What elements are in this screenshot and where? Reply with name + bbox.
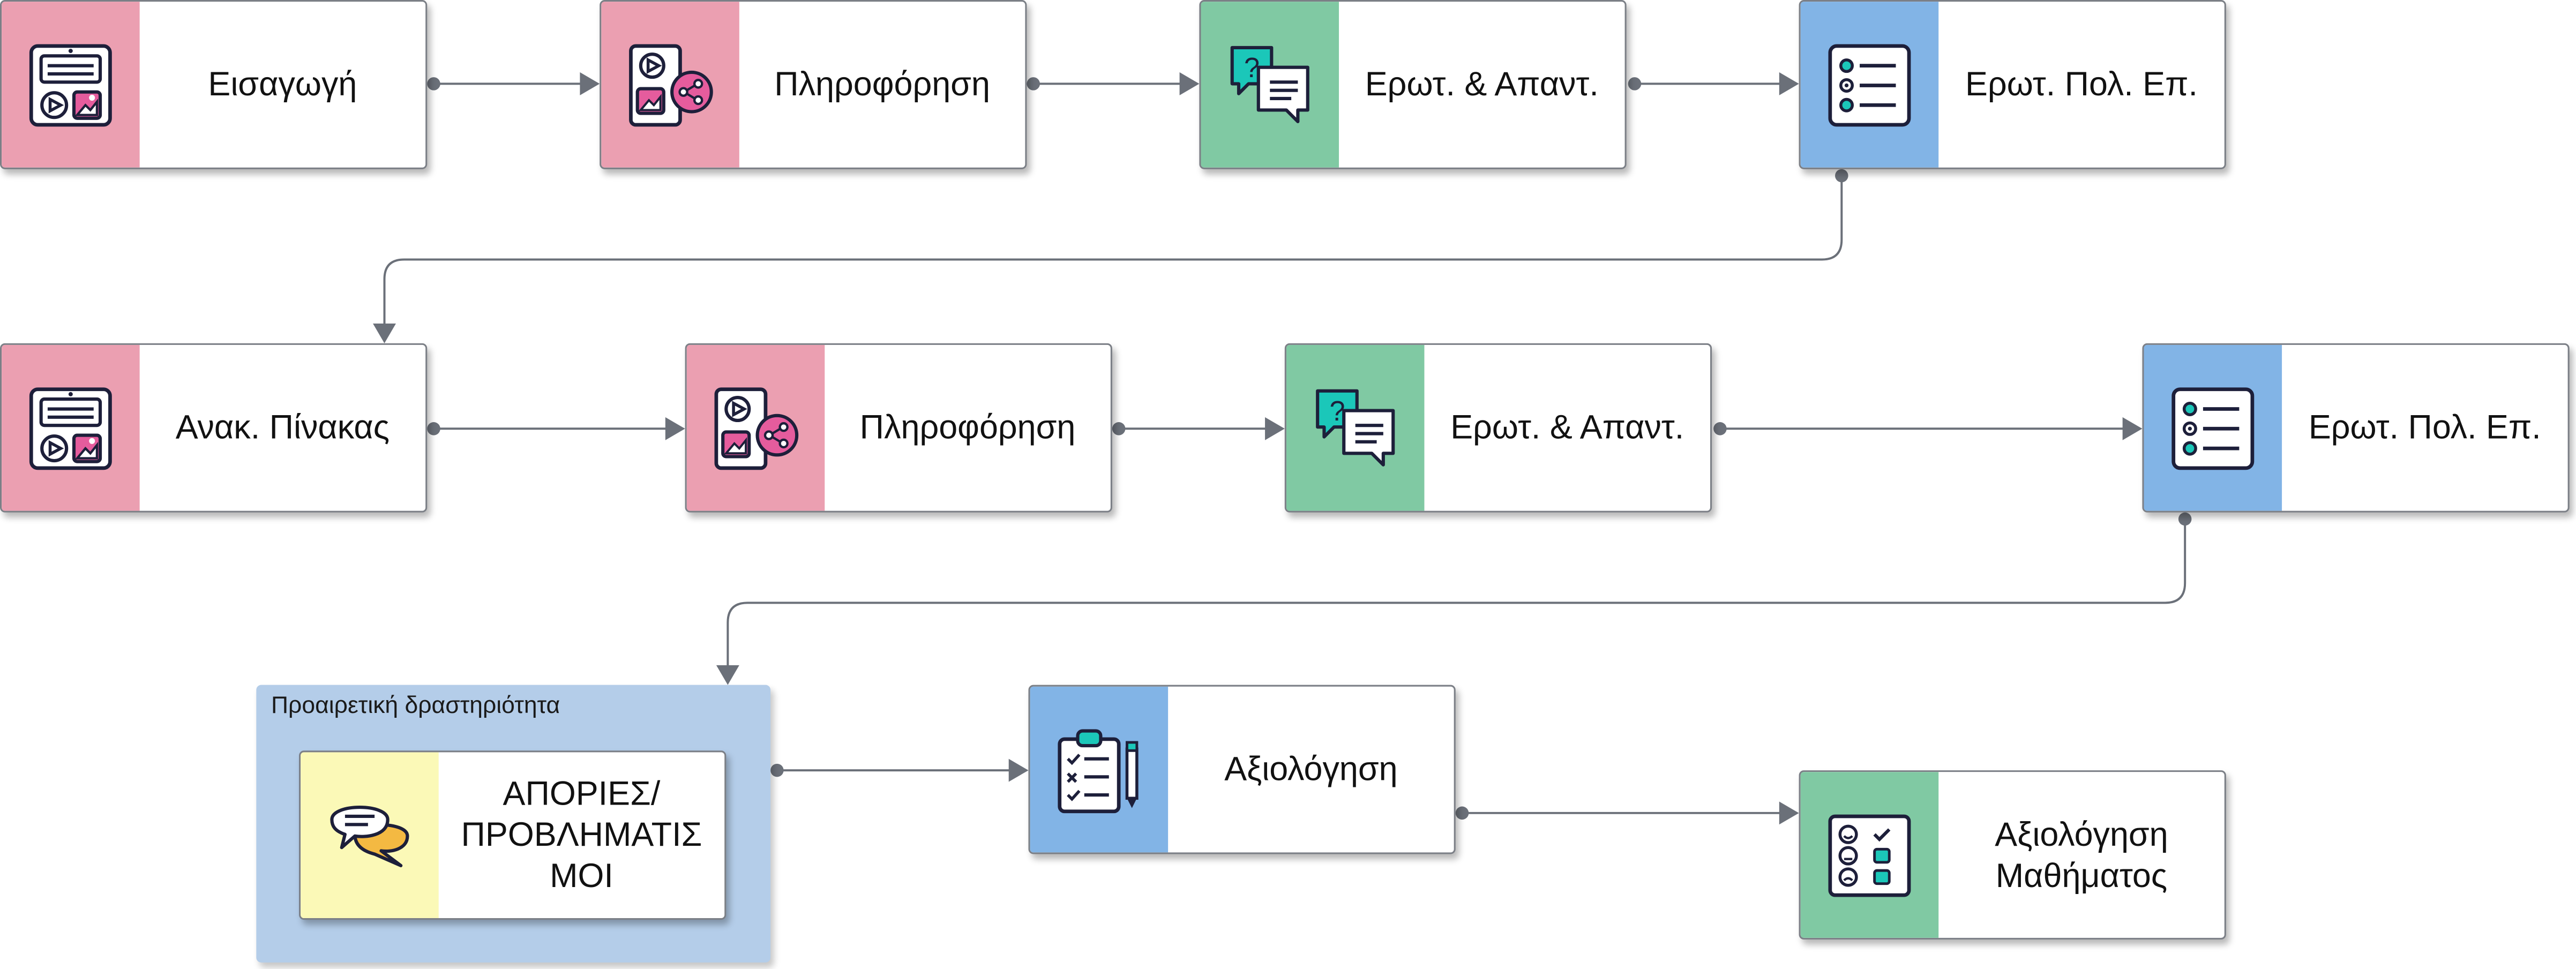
multiple-choice-list-icon xyxy=(1828,43,1911,126)
connector-arrow xyxy=(373,169,1848,343)
node-icon-cell xyxy=(686,344,825,511)
node-icon-cell: ? xyxy=(1286,344,1425,511)
node-icon-cell xyxy=(301,752,439,919)
question-chat-icon: ? xyxy=(1316,388,1395,466)
node-questions-answers[interactable]: ? Ερωτ. & Απαντ. xyxy=(1199,0,1627,169)
node-label: Ερωτ. Πολ. Επ. xyxy=(2308,409,2541,447)
multiple-choice-list-icon xyxy=(2171,386,2255,469)
media-share-icon xyxy=(629,43,713,126)
node-label: Ερωτ. & Απαντ. xyxy=(1365,65,1599,104)
connector-arrowhead xyxy=(373,324,396,343)
connector-start-dot xyxy=(1713,422,1727,435)
node-assessment[interactable]: Αξιολόγηση xyxy=(1028,685,1456,854)
node-intro[interactable]: Εισαγωγή xyxy=(0,0,428,169)
node-label: Πληροφόρηση xyxy=(859,409,1076,447)
presentation-media-icon xyxy=(29,386,112,469)
node-icon-cell xyxy=(1800,2,1939,168)
node-label: Ερωτ. Πολ. Επ. xyxy=(1965,65,2198,104)
node-recap-board[interactable]: Ανακ. Πίνακας xyxy=(0,343,428,513)
connector-arrow xyxy=(1027,72,1200,95)
node-icon-cell: ? xyxy=(1201,2,1339,168)
media-share-icon xyxy=(714,386,799,469)
question-chat-icon: ? xyxy=(1230,45,1309,123)
connector-arrowhead xyxy=(1179,72,1200,95)
connector-arrowhead xyxy=(580,72,600,95)
node-label: Πληροφόρηση xyxy=(774,65,990,104)
connector-arrow xyxy=(716,512,2192,685)
clipboard-checklist-icon xyxy=(1058,728,1139,813)
connector-arrowhead xyxy=(1265,417,1285,440)
connector-arrowhead xyxy=(2122,417,2143,440)
connector-start-dot xyxy=(1835,169,1848,183)
node-label: ΑΠΟΡΙΕΣ/ ΠΡΟΒΛΗΜΑΤΙΣ ΜΟΙ xyxy=(461,775,702,896)
connector-start-dot xyxy=(2178,512,2192,526)
node-multiple-choice[interactable]: Ερωτ. Πολ. Επ. xyxy=(1799,0,2226,169)
node-course-evaluation[interactable]: Αξιολόγηση Μαθήματος xyxy=(1799,770,2226,940)
node-icon-cell xyxy=(1800,772,1939,938)
presentation-media-icon xyxy=(29,43,112,126)
connector-arrow xyxy=(770,758,1029,782)
node-multiple-choice[interactable]: Ερωτ. Πολ. Επ. xyxy=(2142,343,2570,513)
node-icon-cell xyxy=(601,2,739,168)
connector-start-dot xyxy=(1027,77,1040,91)
connector-arrow xyxy=(1713,417,2143,440)
node-questions-concerns[interactable]: ΑΠΟΡΙΕΣ/ ΠΡΟΒΛΗΜΑΤΙΣ ΜΟΙ xyxy=(299,750,727,920)
connector-arrow xyxy=(427,417,685,440)
connector-arrow xyxy=(1628,72,1799,95)
connector-arrow xyxy=(1455,801,1799,825)
node-icon-cell xyxy=(2144,344,2282,511)
connector-arrowhead xyxy=(716,665,739,685)
connector-arrowhead xyxy=(1008,758,1029,782)
node-label: Αξιολόγηση Μαθήματος xyxy=(1995,815,2168,895)
connector-start-dot xyxy=(1628,77,1642,91)
node-label: Εισαγωγή xyxy=(208,65,357,104)
node-icon-cell xyxy=(2,344,140,511)
connector-start-dot xyxy=(770,763,784,777)
connector-start-dot xyxy=(1112,422,1126,435)
connector-line xyxy=(383,176,1843,326)
node-icon-cell xyxy=(2,2,140,168)
node-information[interactable]: Πληροφόρηση xyxy=(685,343,1112,513)
node-information[interactable]: Πληροφόρηση xyxy=(600,0,1027,169)
node-label: Ανακ. Πίνακας xyxy=(175,409,390,447)
connector-start-dot xyxy=(1455,806,1469,820)
discussion-bubbles-icon xyxy=(330,805,409,867)
connector-start-dot xyxy=(427,77,440,91)
connector-arrowhead xyxy=(1779,72,1799,95)
connector-start-dot xyxy=(427,422,440,435)
course-feedback-icon xyxy=(1828,814,1911,896)
connector-line xyxy=(727,519,2186,667)
group-title: Προαιρετική δραστηριότητα xyxy=(271,693,560,720)
node-label: Ερωτ. & Απαντ. xyxy=(1450,409,1684,447)
node-icon-cell xyxy=(1030,686,1169,853)
node-label: Αξιολόγηση xyxy=(1224,750,1398,788)
connector-arrowhead xyxy=(1779,801,1799,825)
connector-arrowhead xyxy=(665,417,685,440)
connector-arrow xyxy=(1112,417,1285,440)
node-questions-answers[interactable]: ? Ερωτ. & Απαντ. xyxy=(1284,343,1712,513)
connector-arrow xyxy=(427,72,600,95)
